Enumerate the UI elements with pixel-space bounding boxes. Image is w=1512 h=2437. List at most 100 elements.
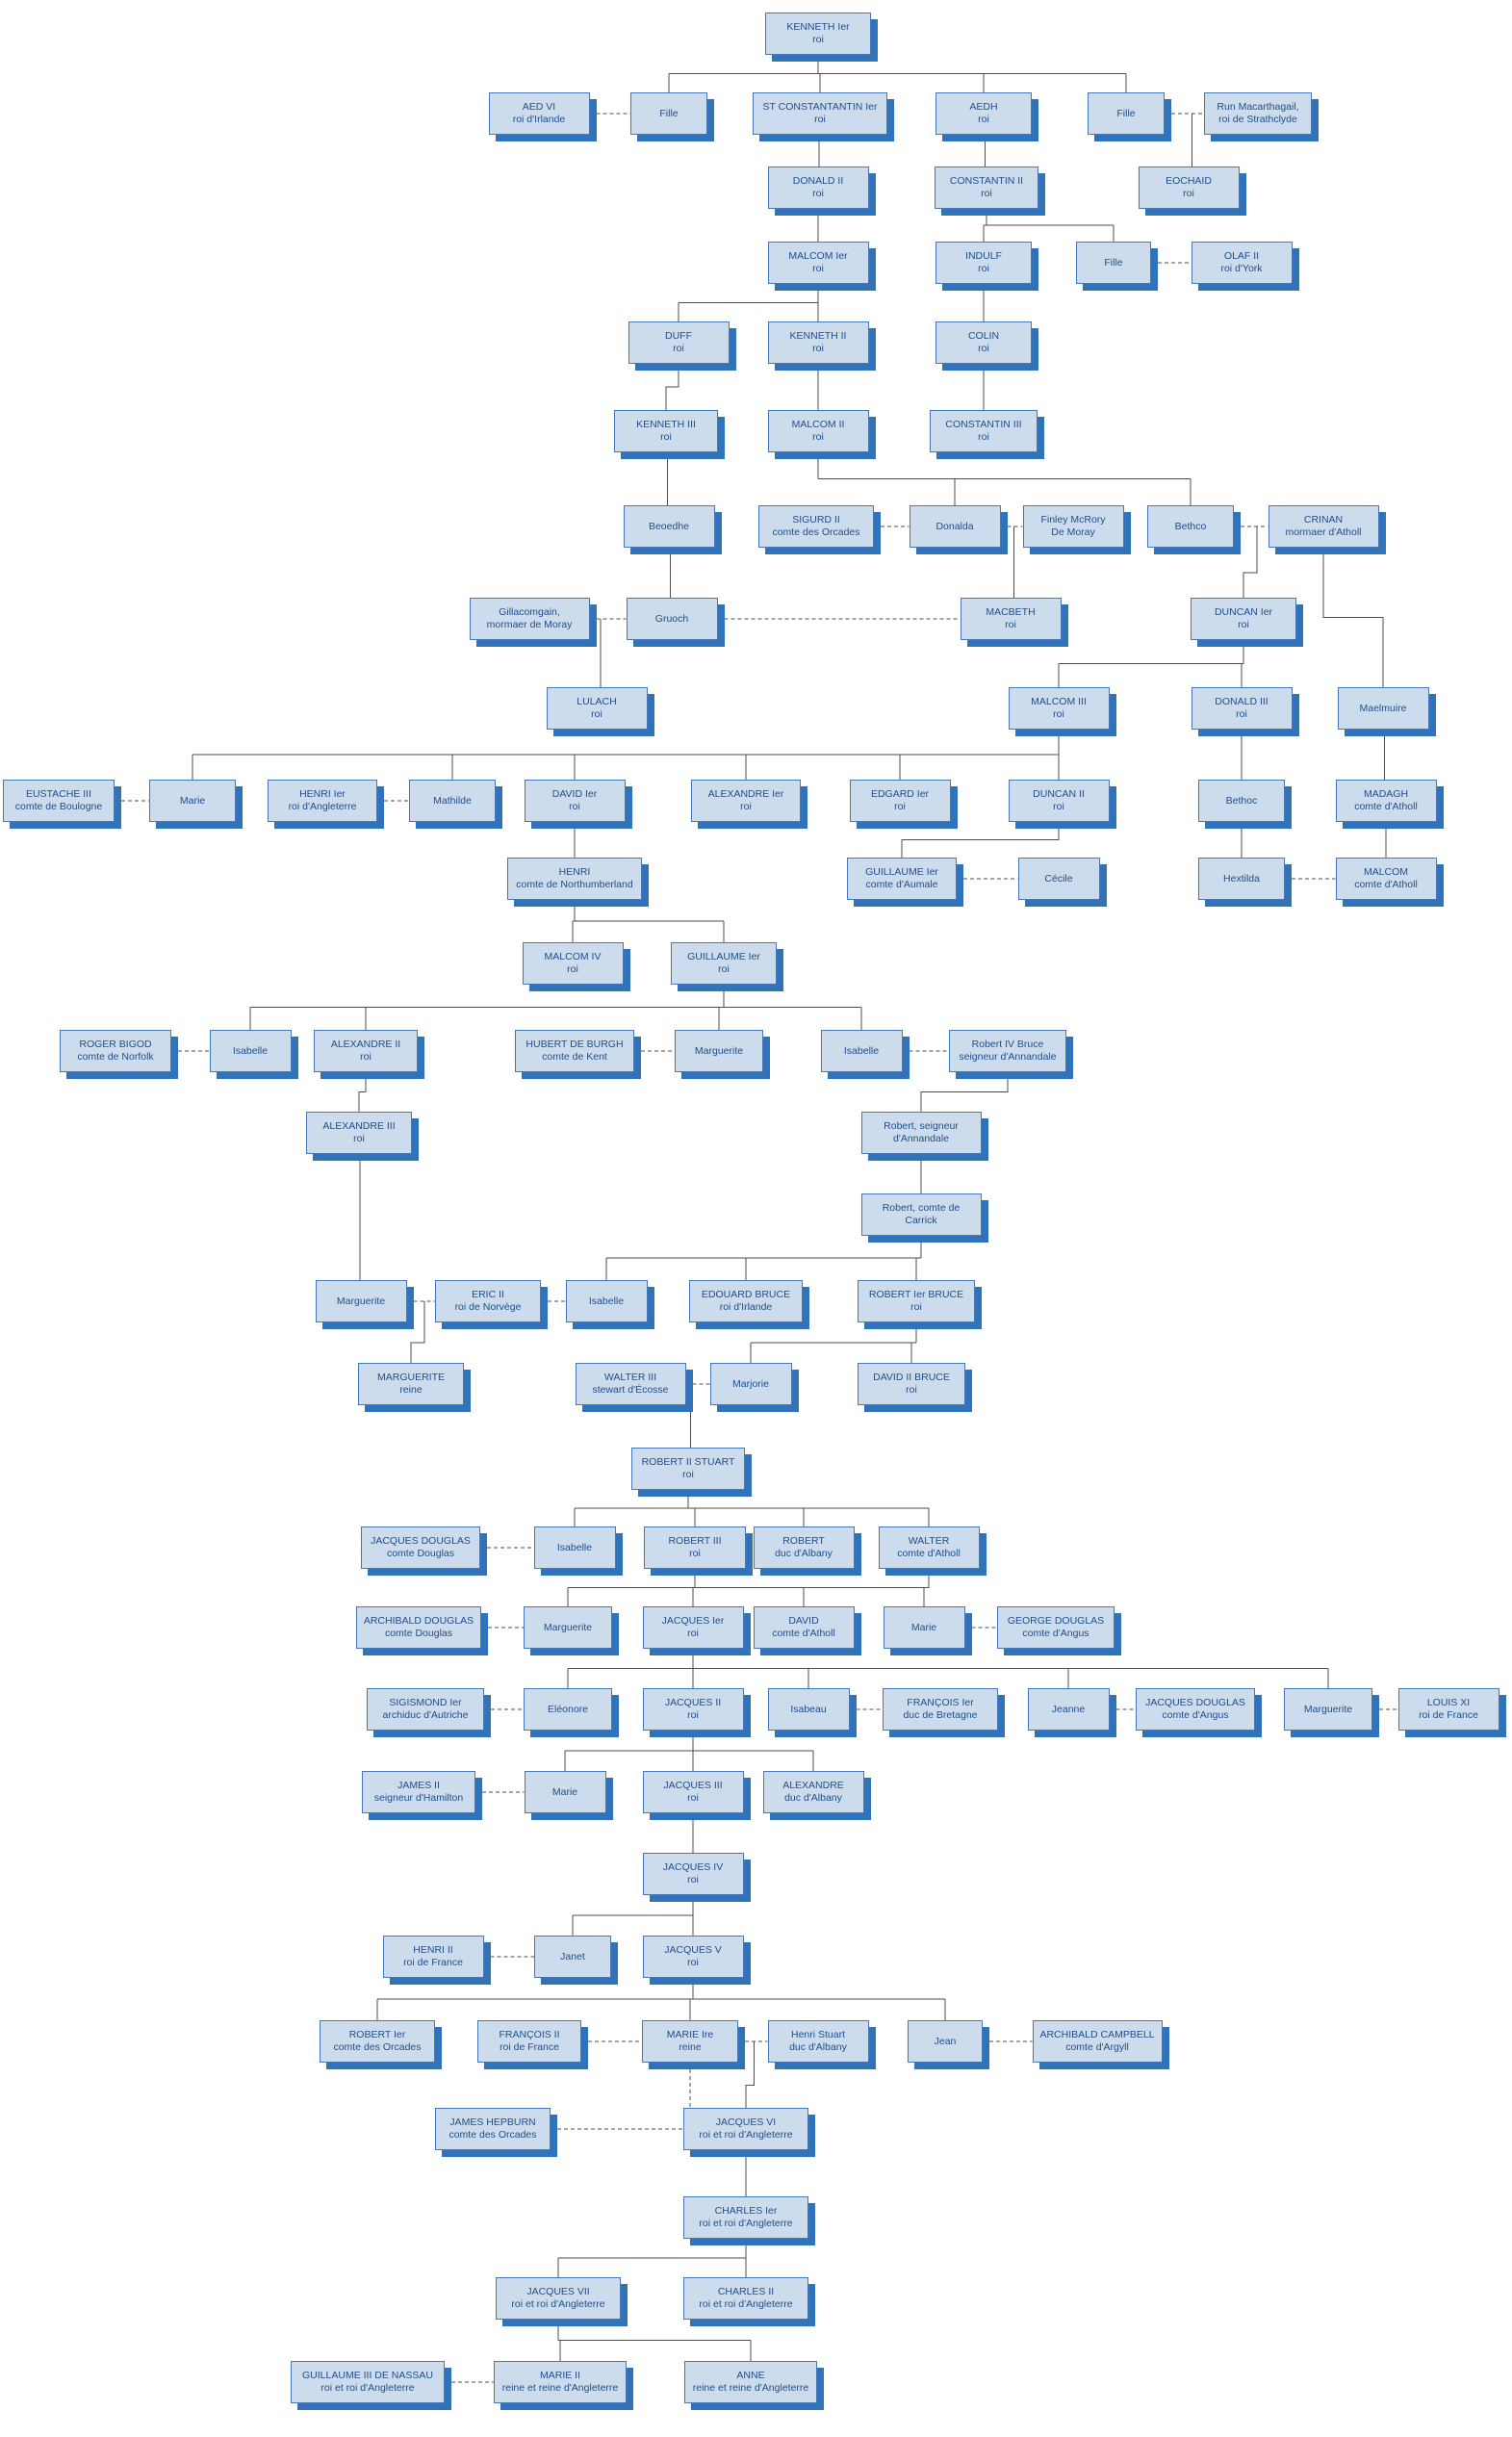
node-name-label: CRINAN (1303, 514, 1344, 526)
node-name-label: DUNCAN Ier (1214, 606, 1273, 618)
node-title-label: roi d'York (1220, 263, 1263, 274)
node-name-label: SIGISMOND Ier (389, 1697, 462, 1708)
node-name-label: MARIE Ire (666, 2029, 714, 2040)
node-name-label: EDOUARD BRUCE (701, 1289, 791, 1300)
node-name-label: WALTER (908, 1535, 950, 1547)
node-title-label: roi (1238, 619, 1249, 630)
node-title-label: roi (894, 801, 906, 812)
node-title-label: roi de France (403, 1957, 463, 1968)
node-title-label: stewart d'Écosse (592, 1384, 669, 1396)
node-hextilda: Hextilda (1198, 858, 1285, 900)
node-cecile: Cécile (1017, 858, 1100, 900)
descent-edge (1243, 526, 1258, 598)
node-name-label: MALCOM III (1031, 696, 1087, 707)
node-name-label: OLAF II (1223, 250, 1260, 262)
node-title-label: roi (569, 801, 580, 812)
node-eleonore: Eléonore (524, 1688, 612, 1731)
node-title-label: archiduc d'Autriche (382, 1709, 469, 1721)
node-name-label: Isabelle (843, 1044, 880, 1057)
node-marguerite-4: Marguerite (1284, 1688, 1372, 1731)
node-name-label: Marguerite (543, 1621, 593, 1633)
node-bethco: Bethco (1147, 505, 1234, 548)
node-name-label: MALCOM II (791, 419, 845, 430)
node-name-label: EOCHAID (1166, 175, 1212, 187)
node-name-label: GEORGE DOUGLAS (1007, 1615, 1105, 1627)
node-title-label: roi (682, 1469, 694, 1480)
node-bethoc: Bethoc (1198, 780, 1285, 822)
node-name-label: JACQUES VI (715, 2116, 777, 2128)
node-name-label: KENNETH III (636, 419, 696, 430)
node-marie-2: Marie (883, 1606, 965, 1649)
node-title-label: roi (353, 1133, 365, 1144)
node-name-label: HENRI Ier (299, 788, 346, 800)
node-title-label: roi de France (1419, 1709, 1478, 1721)
node-title-label: roi d'Angleterre (288, 801, 357, 812)
node-name-label: JACQUES V (664, 1944, 722, 1956)
node-jean: Jean (908, 2020, 983, 2063)
node-name-label: Maelmuire (1359, 702, 1407, 714)
node-title-label: roi (360, 1051, 372, 1063)
node-title-label: mormaer d'Atholl (1285, 526, 1362, 538)
node-title-label: roi (687, 1709, 699, 1721)
descent-edge (665, 364, 679, 410)
node-name-label: Eléonore (547, 1703, 589, 1715)
node-name-label: ROBERT Ier BRUCE (868, 1289, 964, 1300)
node-isabelle-4: Isabelle (533, 1526, 616, 1569)
node-title-label: roi (687, 1628, 699, 1639)
node-title-label: roi et roi d'Angleterre (699, 2129, 793, 2141)
node-name-label: Marjorie (732, 1377, 769, 1390)
node-title-label: roi et roi d'Angleterre (699, 2298, 793, 2310)
node-beoedhe: Beoedhe (623, 505, 715, 548)
node-title-label: roi (660, 431, 672, 443)
node-title-label: comte de Boulogne (14, 801, 103, 812)
node-name-label: ALEXANDRE Ier (707, 788, 784, 800)
node-title-label: roi (814, 114, 826, 125)
node-name-label: KENNETH II (789, 330, 847, 342)
node-name-label: CHARLES II (717, 2286, 775, 2297)
node-janet: Janet (534, 1936, 611, 1978)
node-name-label: ANNE (736, 2370, 765, 2381)
node-title-label: Carrick (905, 1215, 937, 1226)
node-name-label: Marguerite (694, 1044, 744, 1057)
node-marguerite-3: Marguerite (524, 1606, 612, 1649)
node-title-label: roi (812, 343, 824, 354)
node-title-label: reine et reine d'Angleterre (692, 2382, 809, 2394)
node-name-label: KENNETH Ier (786, 21, 850, 33)
node-name-label: Isabeau (790, 1703, 827, 1715)
node-name-label: CONSTANTIN III (945, 419, 1022, 430)
node-name-label: JACQUES Ier (661, 1615, 725, 1627)
node-name-label: GUILLAUME Ier (865, 866, 938, 878)
node-name-label: ST CONSTANTANTIN Ier (762, 101, 878, 113)
node-title-label: reine (679, 2041, 702, 2053)
node-name-label: MALCOM Ier (788, 250, 848, 262)
node-name-label: FRANÇOIS Ier (907, 1697, 974, 1708)
node-title-label: roi (1236, 708, 1247, 720)
node-name-label: CHARLES Ier (714, 2205, 778, 2217)
